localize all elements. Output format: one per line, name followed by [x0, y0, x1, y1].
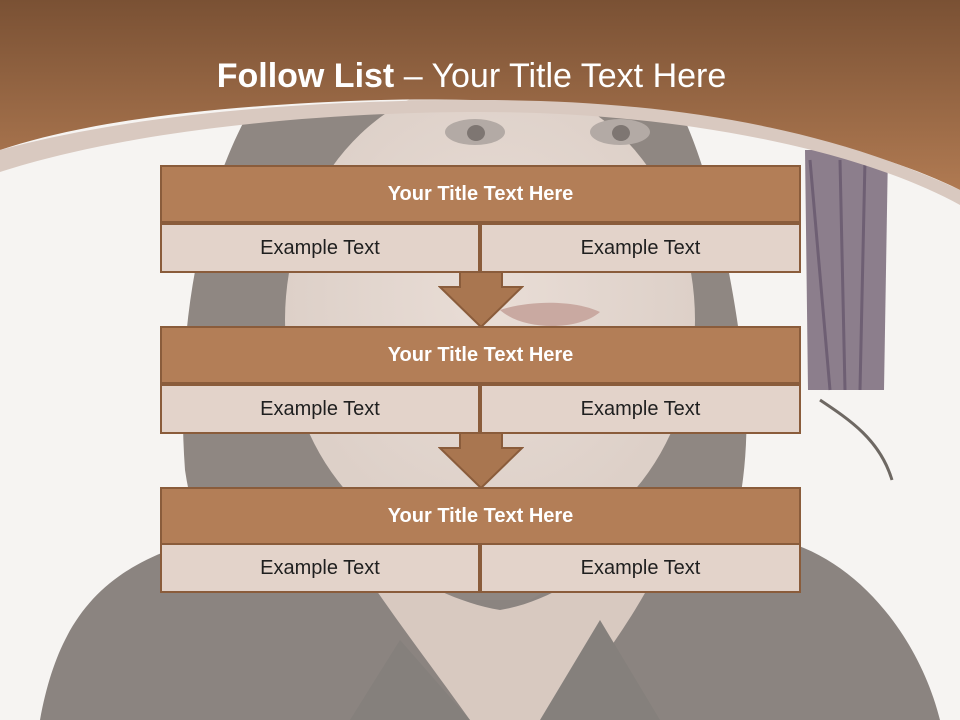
slide-title-bold: Follow List	[216, 57, 404, 95]
step-title-3: Your Title Text Here	[160, 487, 801, 545]
step-block-3: Your Title Text Here Example Text Exampl…	[160, 487, 801, 593]
slide-title: Follow List – Your Title Text Here	[0, 52, 943, 100]
step-2-right-cell: Example Text	[480, 384, 801, 434]
step-block-2: Your Title Text Here Example Text Exampl…	[160, 326, 801, 434]
step-1-right-cell: Example Text	[480, 223, 801, 273]
step-block-1: Your Title Text Here Example Text Exampl…	[160, 165, 801, 273]
step-1-left-cell: Example Text	[160, 223, 480, 273]
step-3-right-cell: Example Text	[480, 543, 801, 593]
step-3-left-cell: Example Text	[160, 543, 480, 593]
header-band	[0, 0, 960, 190]
down-arrow-1	[438, 271, 524, 329]
slide-title-rest: – Your Title Text Here	[403, 57, 727, 95]
header-swoosh	[0, 100, 960, 205]
step-2-left-cell: Example Text	[160, 384, 480, 434]
step-title-1: Your Title Text Here	[160, 165, 801, 223]
down-arrow-2	[438, 432, 524, 490]
step-title-2: Your Title Text Here	[160, 326, 801, 384]
